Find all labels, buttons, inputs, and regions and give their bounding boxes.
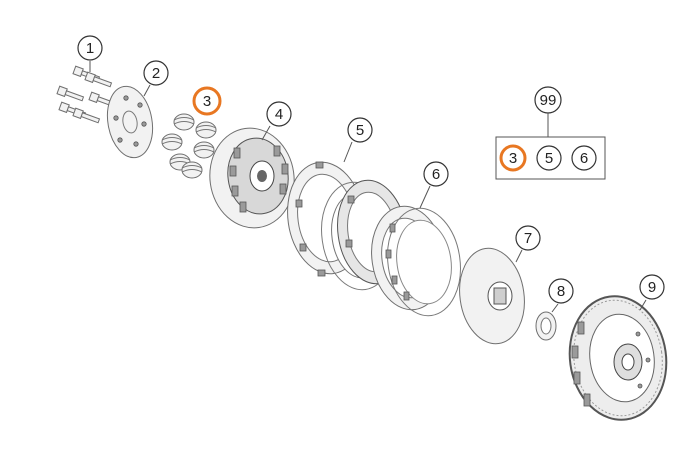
kit-item-label-6: 6 xyxy=(580,150,588,167)
callout-3[interactable]: 3 xyxy=(192,86,222,116)
part-8-washer[interactable] xyxy=(535,311,557,341)
part-4-clutch-hub[interactable] xyxy=(203,123,300,234)
callout-label-4: 4 xyxy=(275,106,283,123)
callout-label-7: 7 xyxy=(524,230,532,247)
callout-6[interactable]: 6 xyxy=(419,161,449,209)
kit-99-label: 99 xyxy=(540,92,557,109)
callout-label-3: 3 xyxy=(203,93,211,110)
callout-label-6: 6 xyxy=(432,166,440,183)
part-6-steel-discs[interactable] xyxy=(365,201,467,320)
callout-label-9: 9 xyxy=(648,279,656,296)
callout-label-8: 8 xyxy=(557,283,565,300)
kit-item-5[interactable]: 5 xyxy=(536,145,562,171)
kit-item-6[interactable]: 6 xyxy=(571,145,597,171)
callout-label-5: 5 xyxy=(356,122,364,139)
callout-label-1: 1 xyxy=(86,40,94,57)
callout-9[interactable]: 9 xyxy=(639,274,665,311)
kit-item-label-5: 5 xyxy=(545,150,553,167)
part-9-clutch-basket[interactable] xyxy=(562,290,674,426)
callout-8[interactable]: 8 xyxy=(548,278,574,313)
callout-7[interactable]: 7 xyxy=(515,225,541,263)
callout-label-2: 2 xyxy=(152,65,160,82)
part-3-springs[interactable] xyxy=(161,113,217,179)
part-7-thrust-plate[interactable] xyxy=(454,244,531,348)
callout-4[interactable]: 4 xyxy=(261,101,292,141)
kit-99-callout[interactable]: 99 3 5 6 xyxy=(495,86,606,180)
callout-5[interactable]: 5 xyxy=(343,117,373,163)
callout-2[interactable]: 2 xyxy=(143,60,169,97)
kit-item-3[interactable]: 3 xyxy=(499,144,527,172)
part-1-bolts[interactable] xyxy=(56,65,117,124)
part-2-pressure-plate[interactable] xyxy=(102,83,158,162)
callout-1[interactable]: 1 xyxy=(77,35,103,72)
kit-item-label-3: 3 xyxy=(509,150,517,167)
